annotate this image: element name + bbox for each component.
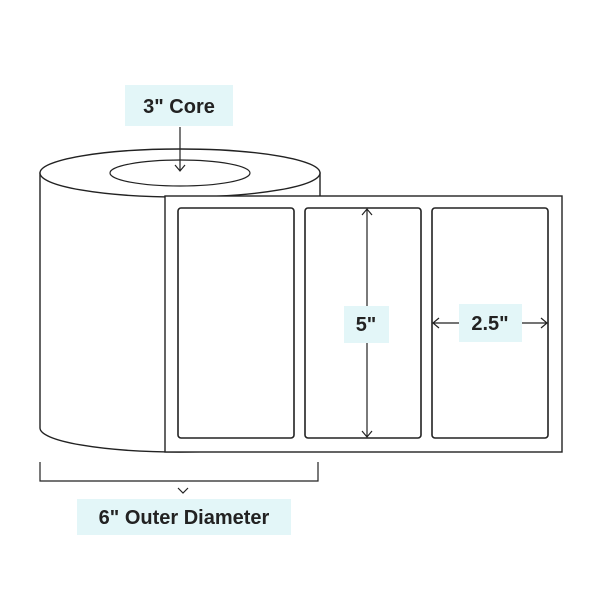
- outer-diameter-callout-text: 6" Outer Diameter: [99, 507, 270, 529]
- core-callout: 3" Core: [125, 85, 233, 126]
- label-1: [177, 207, 295, 439]
- width-callout: 2.5": [459, 304, 522, 342]
- core-callout-text: 3" Core: [143, 96, 215, 118]
- width-callout-text: 2.5": [471, 313, 508, 335]
- outer-diameter-callout: 6" Outer Diameter: [77, 499, 291, 535]
- core-arrow: [174, 127, 186, 172]
- outer-diameter-bracket: [39, 462, 319, 494]
- height-callout: 5": [344, 306, 389, 343]
- height-callout-text: 5": [356, 314, 377, 336]
